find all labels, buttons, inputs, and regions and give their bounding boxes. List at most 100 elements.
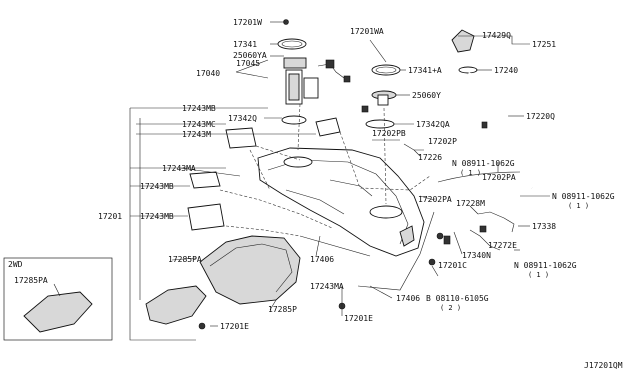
tank-bracket	[399, 225, 415, 247]
label-17243m: 17243M	[182, 130, 211, 139]
label-17243mb-mid: 17243MB	[140, 182, 174, 191]
label-17201: 17201	[98, 212, 122, 221]
label-17228m: 17228M	[456, 199, 485, 208]
fuel-pump-assembly	[277, 19, 351, 105]
reference-frame	[129, 21, 550, 341]
label-17201c: 17201C	[438, 261, 467, 270]
label-17406-a: 17406	[310, 255, 334, 264]
label-17040: 17040	[196, 69, 220, 78]
label-17341: 17341	[233, 40, 257, 49]
tank-sender-opening	[369, 205, 403, 219]
strap-bolt-a	[436, 232, 444, 240]
pump-motor	[288, 73, 300, 101]
sub-sender-assembly	[361, 64, 401, 129]
heat-shields	[145, 235, 301, 330]
insulator-17243mb-mid	[189, 171, 221, 189]
strap-17406-front	[299, 235, 371, 257]
inset-frame	[3, 257, 113, 341]
hose-17272e	[469, 229, 501, 251]
label-17243ma-bottom: 17243MA	[310, 282, 344, 291]
insulator-17243mc	[225, 127, 257, 149]
label-08911-b: N 08911-1062G	[552, 192, 615, 201]
filler-tube-body	[467, 72, 534, 190]
gasket-ring-inner	[281, 40, 303, 48]
label-17202pb: 17202PB	[372, 129, 406, 138]
label-17243ma-left: 17243MA	[162, 164, 196, 173]
label-17202p: 17202P	[428, 137, 457, 146]
inset-2wd	[3, 257, 113, 341]
heat-shield-17285p	[199, 235, 301, 305]
label-17285p: 17285P	[268, 305, 297, 314]
heat-shield-17285pa	[145, 285, 207, 325]
label-17342qa: 17342QA	[416, 120, 450, 129]
tank-rib-b	[285, 189, 345, 215]
sub-sender-body	[377, 94, 389, 106]
label-17341a: 17341+A	[408, 66, 442, 75]
label-17251: 17251	[532, 40, 556, 49]
label-08911-b-qty: ( 1 )	[568, 202, 589, 210]
insulator-sheets	[187, 115, 341, 231]
label-17243mc: 17243MC	[182, 120, 216, 129]
label-08911-c-qty: ( 1 )	[528, 271, 549, 279]
label-17045: 17045	[236, 59, 260, 68]
label-17201w: 17201W	[233, 18, 262, 27]
strap-17406-rear	[357, 211, 435, 291]
tank-straps	[299, 211, 444, 310]
gasket-ring-17341a-inner	[375, 66, 397, 74]
label-08911-c: N 08911-1062G	[514, 261, 577, 270]
tank-pump-opening	[283, 156, 313, 168]
insulator-17243mb-low	[187, 203, 225, 231]
tank-rib-a	[329, 179, 373, 197]
part-labels: 17201W 17341 25060YA 17040 17045 17201WA…	[8, 18, 623, 370]
label-08110-qty: ( 2 )	[440, 304, 461, 312]
fuel-filler-cap	[451, 29, 475, 53]
label-17202pa-center: 17202PA	[418, 195, 452, 204]
label-17406-b: 17406	[396, 294, 420, 303]
hose-17338	[477, 211, 515, 233]
gasket-17342q	[281, 115, 307, 125]
inset-heat-shield	[23, 291, 93, 333]
label-17243mb-top: 17243MB	[182, 104, 216, 113]
label-08911-a: N 08911-1062G	[452, 159, 515, 168]
fuel-tank-17201	[257, 147, 425, 257]
guide-lines	[219, 103, 431, 237]
heat-shield-17285p-rib	[209, 243, 293, 293]
gasket-17342qa	[365, 119, 395, 129]
breather-tube-17202pa	[437, 171, 521, 183]
label-17201wa: 17201WA	[350, 27, 384, 36]
connector-17340n	[443, 235, 451, 245]
pump-filter	[303, 77, 319, 99]
label-25060y: 25060Y	[412, 91, 441, 100]
label-17429q: 17429Q	[482, 31, 511, 40]
diagram-code: J17201QM	[584, 361, 623, 370]
label-08110: B 08110-6105G	[426, 294, 489, 303]
label-17342q: 17342Q	[228, 114, 257, 123]
inset-part-label: 17285PA	[14, 276, 48, 285]
label-08911-a-qty: ( 1 )	[460, 169, 481, 177]
label-17338: 17338	[532, 222, 556, 231]
inset-title: 2WD	[8, 260, 23, 269]
strap-bolt-17201c	[428, 258, 436, 266]
pump-flange	[283, 57, 307, 69]
shield-bolt-17201e	[198, 322, 206, 330]
pump-connector	[325, 59, 335, 69]
label-17285pa: 17285PA	[168, 255, 202, 264]
canister-clip	[479, 225, 487, 233]
tank-shell	[257, 147, 425, 257]
label-25060ya: 25060YA	[233, 51, 267, 60]
tube-clip-a	[481, 121, 488, 129]
label-17272e: 17272E	[488, 241, 517, 250]
insulator-17243m	[315, 117, 341, 137]
label-17201e-b: 17201E	[220, 322, 249, 331]
pump-sender-plug	[343, 75, 351, 83]
sender-plug-25060y	[361, 105, 369, 113]
filler-neck-assembly	[437, 29, 534, 190]
label-17220q: 17220Q	[526, 112, 555, 121]
label-17226: 17226	[418, 153, 442, 162]
filler-seal-17240	[458, 66, 478, 74]
label-17202pa-right: 17202PA	[482, 173, 516, 182]
label-17240: 17240	[494, 66, 518, 75]
label-17340n: 17340N	[462, 251, 491, 260]
hose-17226	[403, 143, 424, 151]
